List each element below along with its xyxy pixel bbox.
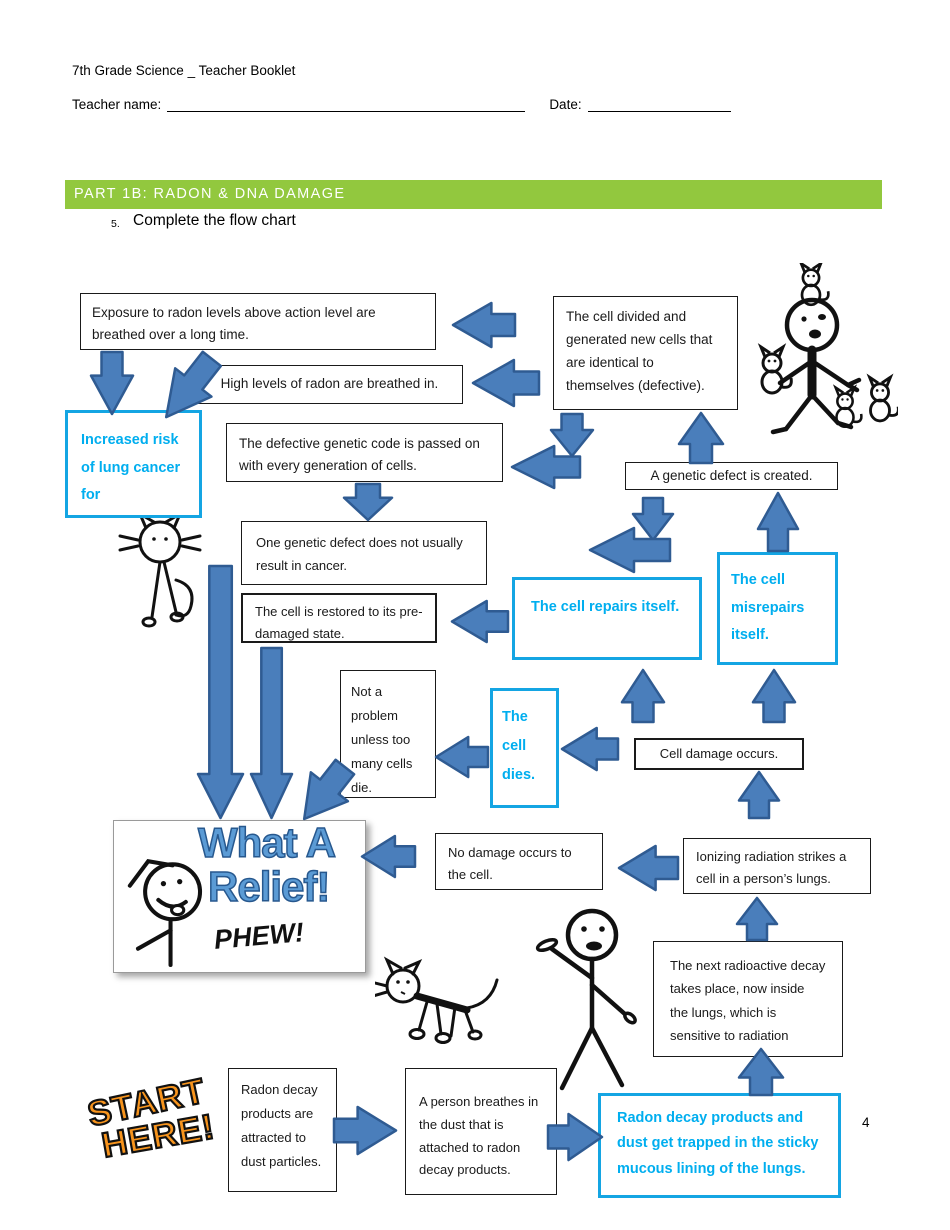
- flow-arrow: [617, 844, 680, 892]
- flow-box-misrepairs: The cell misrepairs itself.: [717, 552, 838, 665]
- flow-box-exposure: Exposure to radon levels above action le…: [80, 293, 436, 350]
- flow-box-repairs: The cell repairs itself.: [512, 577, 702, 660]
- flow-box-increased-risk: Increased risk of lung cancer for: [65, 410, 202, 518]
- standing-person-drawing: [535, 908, 637, 1091]
- flow-box-radon-dust: Radon decay products are attracted to du…: [228, 1068, 337, 1192]
- question-text: Complete the flow chart: [133, 212, 296, 229]
- flow-arrow: [588, 526, 672, 574]
- flow-arrow: [360, 834, 417, 879]
- flow-arrow: [620, 668, 666, 724]
- flow-box-genetic-defect: A genetic defect is created.: [625, 462, 838, 490]
- flow-box-one-defect: One genetic defect does not usually resu…: [241, 521, 487, 585]
- flow-arrow: [549, 412, 595, 458]
- flow-box-no-damage: No damage occurs to the cell.: [435, 833, 603, 890]
- flow-arrow: [332, 1105, 398, 1156]
- flow-box-not-a-problem: Not a problem unless too many cells die.: [340, 670, 436, 798]
- flow-arrow: [677, 411, 725, 465]
- flow-box-cell-damage: Cell damage occurs.: [634, 738, 804, 770]
- teacher-name-blank: [167, 97, 526, 112]
- flow-box-restored: The cell is restored to its pre-damaged …: [241, 593, 437, 643]
- flow-box-cell-dies: The cell dies.: [490, 688, 559, 808]
- flow-arrow: [451, 301, 517, 349]
- question-number: 5.: [111, 218, 120, 230]
- flow-box-next-decay: The next radioactive decay takes place, …: [653, 941, 843, 1057]
- sitting-cat-drawing: [118, 512, 202, 628]
- flow-arrow: [560, 726, 620, 772]
- walking-cat-drawing: [375, 956, 499, 1044]
- date-blank: [587, 97, 731, 112]
- flow-arrow: [471, 358, 541, 408]
- flow-box-cell-divided: The cell divided and generated new cells…: [553, 296, 738, 410]
- flow-arrow: [89, 350, 135, 416]
- booklet-title: 7th Grade Science _ Teacher Booklet: [72, 63, 296, 78]
- flow-arrow: [751, 668, 797, 724]
- flow-arrow: [434, 735, 490, 779]
- section-banner: PART 1B: RADON & DNA DAMAGE: [65, 180, 882, 209]
- teacher-name-row: Teacher name: Date:: [72, 97, 762, 112]
- phew-text: PHEW!: [212, 917, 306, 955]
- flow-arrow: [631, 496, 675, 542]
- flow-arrow: [756, 491, 800, 553]
- page-number: 4: [862, 1115, 870, 1130]
- flow-arrow: [342, 482, 394, 522]
- person-with-cats-drawing: [759, 263, 898, 435]
- flow-arrow: [510, 444, 582, 490]
- flow-box-trapped: Radon decay products and dust get trappe…: [598, 1093, 841, 1198]
- flow-box-defective-code: The defective genetic code is passed on …: [226, 423, 503, 482]
- flow-arrow: [735, 896, 779, 942]
- flow-box-ionizing: Ionizing radiation strikes a cell in a p…: [683, 838, 871, 894]
- relief-text-line1: What A: [197, 818, 337, 867]
- teacher-name-label: Teacher name:: [72, 97, 162, 112]
- start-here-sticker: START HERE!: [83, 1070, 240, 1166]
- what-a-relief-sticker: What A Relief! PHEW!: [113, 818, 366, 973]
- flow-arrow: [737, 770, 781, 820]
- flow-box-person-breathes: A person breathes in the dust that is at…: [405, 1068, 557, 1195]
- relieved-stick-figure-icon: [127, 859, 203, 967]
- flow-box-high-levels: High levels of radon are breathed in.: [196, 365, 463, 404]
- flow-arrow: [249, 646, 294, 820]
- flow-arrow: [450, 599, 510, 644]
- relief-text-line2: Relief!: [207, 862, 331, 911]
- date-label: Date:: [549, 97, 582, 112]
